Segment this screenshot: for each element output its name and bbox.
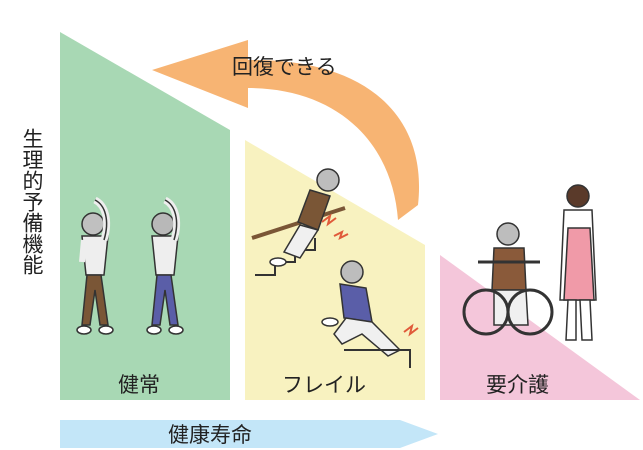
health-lifespan-label: 健康寿命: [168, 423, 252, 447]
recovery-arrow-label: 回復できる: [232, 55, 337, 79]
stretching-person-right-illustration: [146, 196, 184, 335]
stretching-person-left-illustration: [76, 196, 114, 335]
care-needed-stage-label: 要介護: [486, 373, 549, 397]
wheelchair-user-illustration: [462, 222, 554, 336]
healthy-stage-label: 健常: [118, 373, 160, 397]
frailty-stage-label: フレイル: [282, 373, 366, 397]
impact-marks-icon: [321, 213, 419, 337]
recovery-arrow: [152, 40, 420, 220]
health-lifespan-arrow: [60, 420, 438, 448]
falling-person-illustration: [321, 260, 411, 368]
stairs-person-illustration: [251, 168, 346, 276]
caregiver-illustration: [559, 184, 597, 341]
vertical-axis-label: 生理的予備機能: [20, 128, 44, 275]
